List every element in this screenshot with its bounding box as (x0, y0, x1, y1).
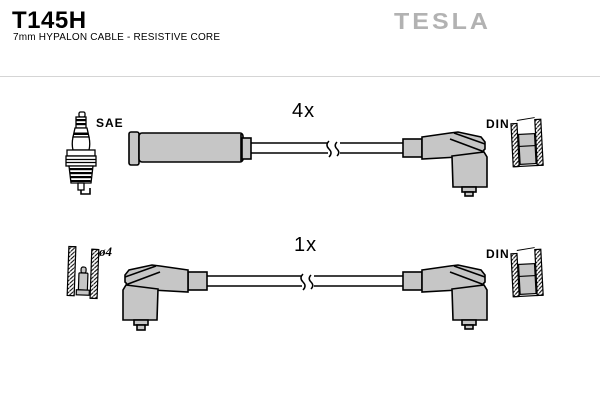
socket-terminal-icon (66, 245, 100, 300)
row1-quantity-label: 4x (292, 100, 316, 122)
spark-plug-icon (65, 111, 97, 195)
cable-description: 7mm HYPALON CABLE - RESISTIVE CORE (13, 32, 221, 43)
din-terminal-icon (510, 117, 544, 168)
part-number-title: T145H (12, 7, 87, 34)
angled-boot-icon (122, 264, 208, 331)
row2-right-connector-label: DIN (486, 247, 510, 261)
angled-boot-icon (402, 264, 488, 330)
angled-boot-icon (402, 131, 488, 197)
cable-icon (251, 140, 403, 158)
straight-boot-icon (128, 131, 252, 166)
tesla-logo: TESLA (394, 9, 491, 35)
row2-quantity-label: 1x (294, 234, 318, 256)
cable-icon (207, 273, 403, 291)
header-divider (0, 76, 600, 77)
row1-left-connector-label: SAE (96, 116, 124, 130)
din-terminal-icon (510, 247, 544, 298)
row1-right-connector-label: DIN (486, 117, 510, 131)
row2-left-connector-label: ø4 (99, 244, 112, 259)
